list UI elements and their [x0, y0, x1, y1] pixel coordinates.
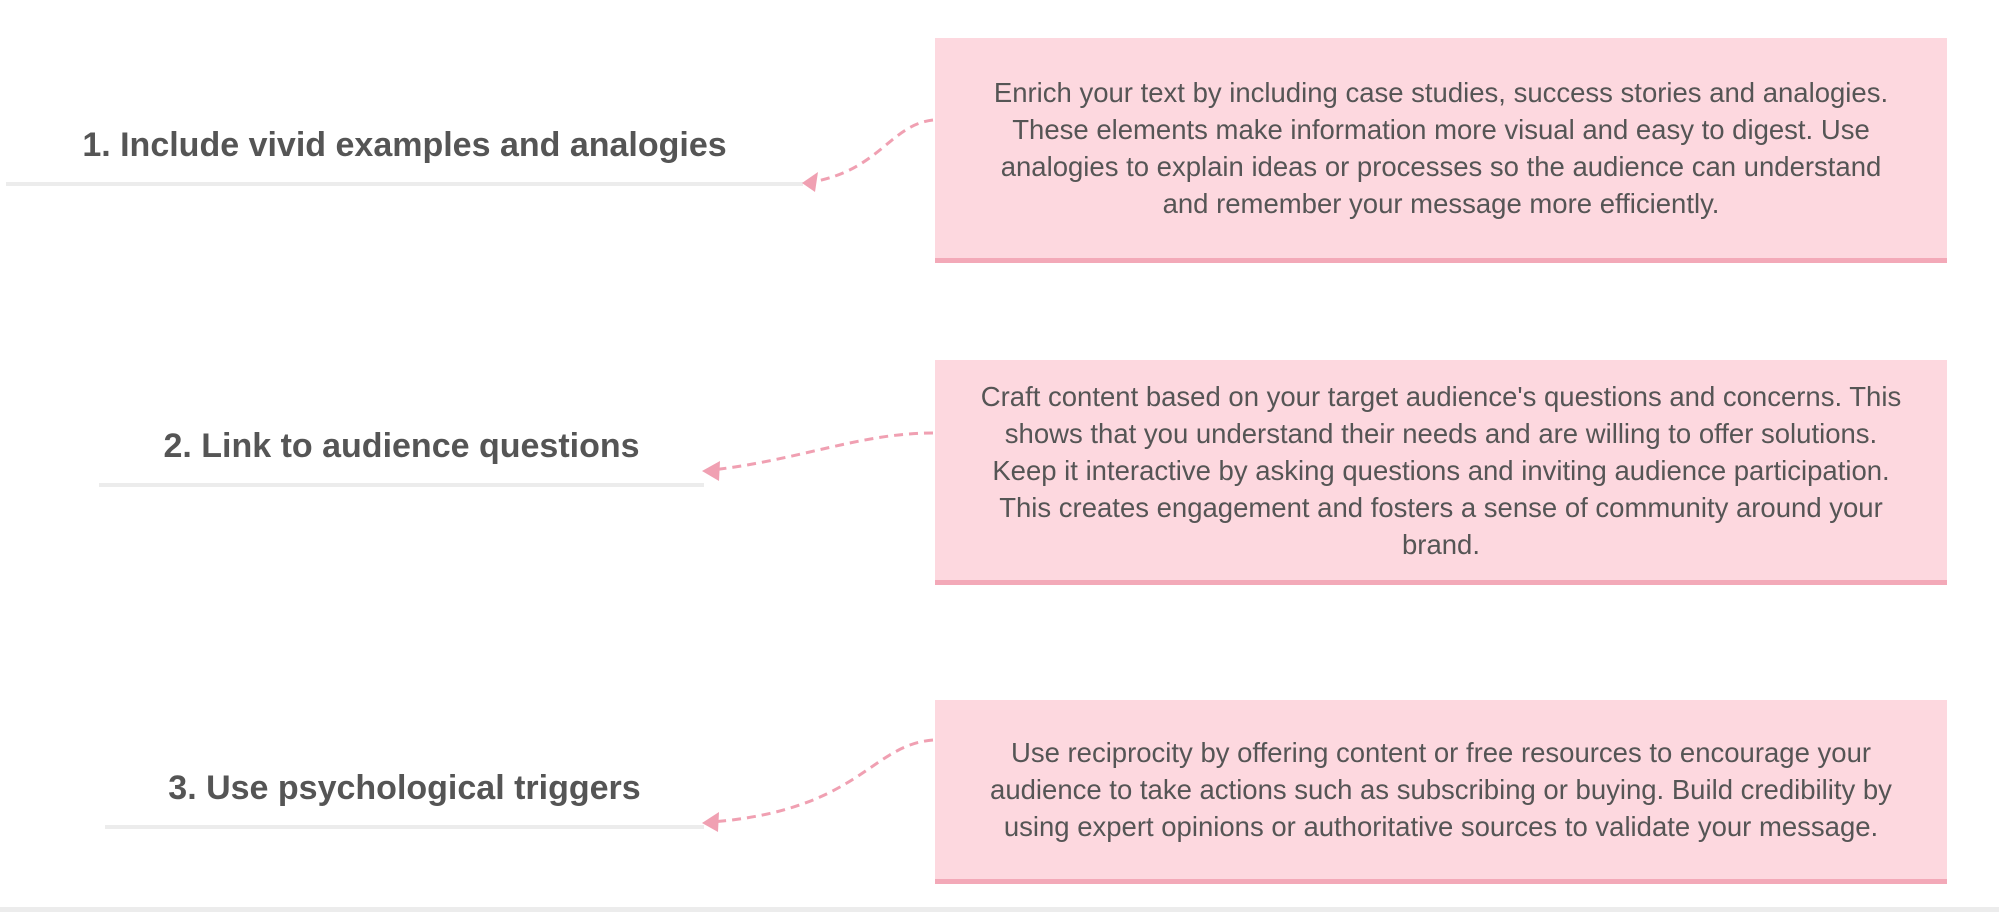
item-3-description-box: Use reciprocity by offering content or f… — [935, 700, 1947, 884]
arrow-1 — [811, 118, 934, 184]
item-2-description-box: Craft content based on your target audie… — [935, 360, 1947, 585]
item-1-description-box: Enrich your text by including case studi… — [935, 38, 1947, 263]
item-3-description: Use reciprocity by offering content or f… — [990, 737, 1892, 842]
item-3-title: 3. Use psychological triggers — [168, 769, 641, 807]
item-1-description: Enrich your text by including case studi… — [993, 77, 1889, 219]
arrow-3 — [711, 738, 934, 824]
item-2-underline — [99, 483, 704, 487]
item-3-underline — [105, 825, 704, 829]
arrowhead-2-icon — [702, 461, 720, 481]
item-1-underline — [6, 182, 803, 186]
item-2-description: Craft content based on your target audie… — [980, 380, 1902, 560]
item-1-title: 1. Include vivid examples and analogies — [82, 126, 727, 164]
arrowhead-3-icon — [702, 812, 719, 832]
arrowhead-1-icon — [802, 172, 818, 192]
arrow-2 — [711, 431, 934, 472]
item-2-title: 2. Link to audience questions — [163, 427, 640, 465]
bottom-divider — [0, 907, 1999, 912]
